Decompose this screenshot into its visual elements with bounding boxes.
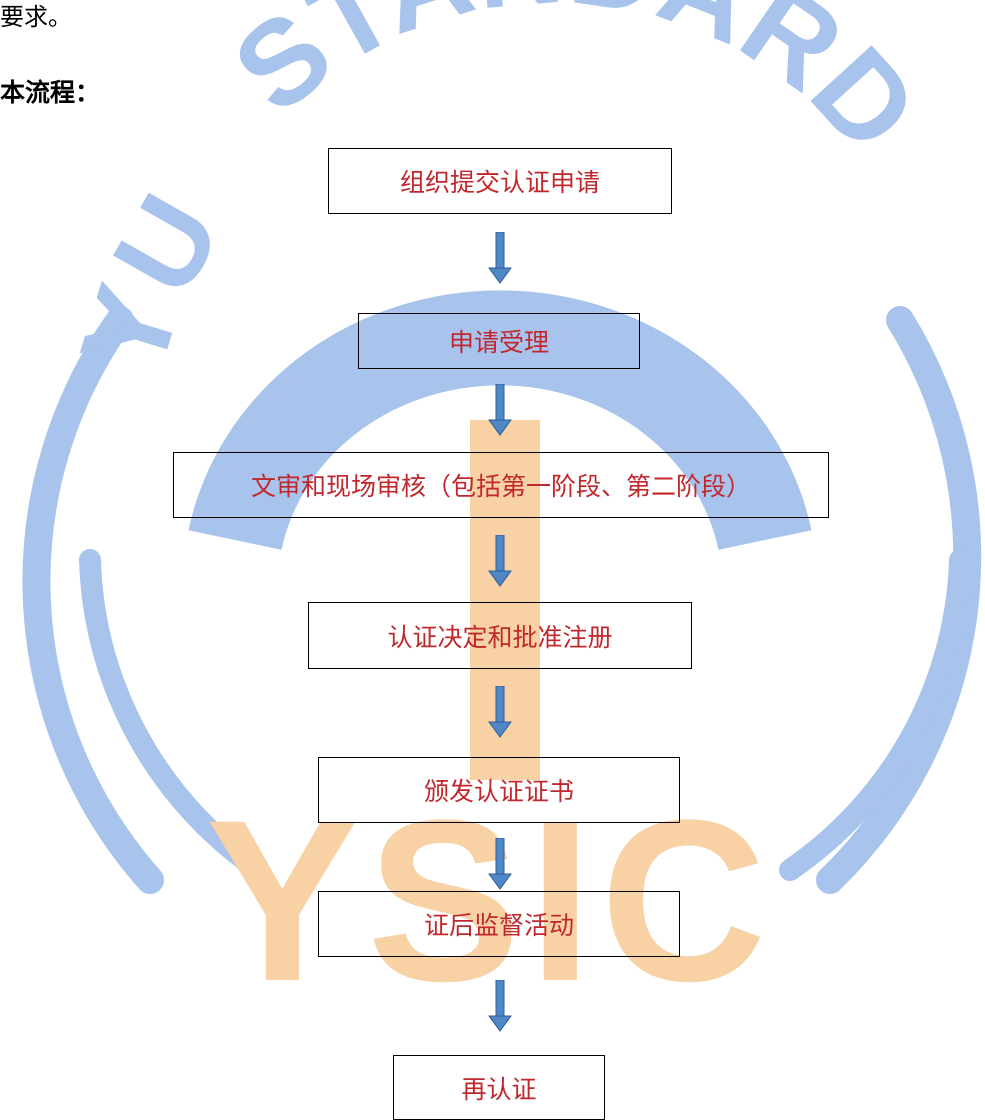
step-box-document-and-onsite-audit: 文审和现场审核（包括第一阶段、第二阶段） <box>173 452 829 518</box>
step-box-application-acceptance: 申请受理 <box>358 313 640 369</box>
down-arrow-icon <box>488 384 512 436</box>
step-box-recertification: 再认证 <box>393 1055 605 1120</box>
down-arrow-icon <box>488 232 512 284</box>
step-label: 证后监督活动 <box>423 911 574 940</box>
step-label: 认证决定和批准注册 <box>387 622 613 652</box>
step-box-certification-decision: 认证决定和批准注册 <box>308 602 692 669</box>
step-label: 文审和现场审核（包括第一阶段、第二阶段） <box>250 472 751 501</box>
down-arrow-icon <box>488 980 512 1032</box>
section-title: 本流程： <box>0 78 101 107</box>
down-arrow-icon <box>488 838 512 890</box>
step-label: 再认证 <box>461 1074 537 1104</box>
step-box-surveillance-activities: 证后监督活动 <box>318 891 680 957</box>
watermark-text-bottom: YSIC <box>206 772 775 1029</box>
step-label: 颁发认证证书 <box>423 777 574 806</box>
watermark-text-left: YU <box>55 174 247 387</box>
step-label: 申请受理 <box>448 328 549 357</box>
down-arrow-icon <box>488 535 512 587</box>
watermark-dome <box>188 290 812 551</box>
step-box-issue-certificate: 颁发认证证书 <box>318 757 680 823</box>
down-arrow-icon <box>488 686 512 738</box>
step-label: 组织提交认证申请 <box>399 168 600 197</box>
step-box-submit-application: 组织提交认证申请 <box>328 148 672 214</box>
watermark-outer-left-arc <box>22 306 164 894</box>
preceding-text-fragment: 要求。 <box>0 3 72 31</box>
watermark-stem <box>470 420 540 780</box>
watermark-inner-left-arc <box>79 549 256 871</box>
watermark-inner-right-arc <box>779 549 971 881</box>
